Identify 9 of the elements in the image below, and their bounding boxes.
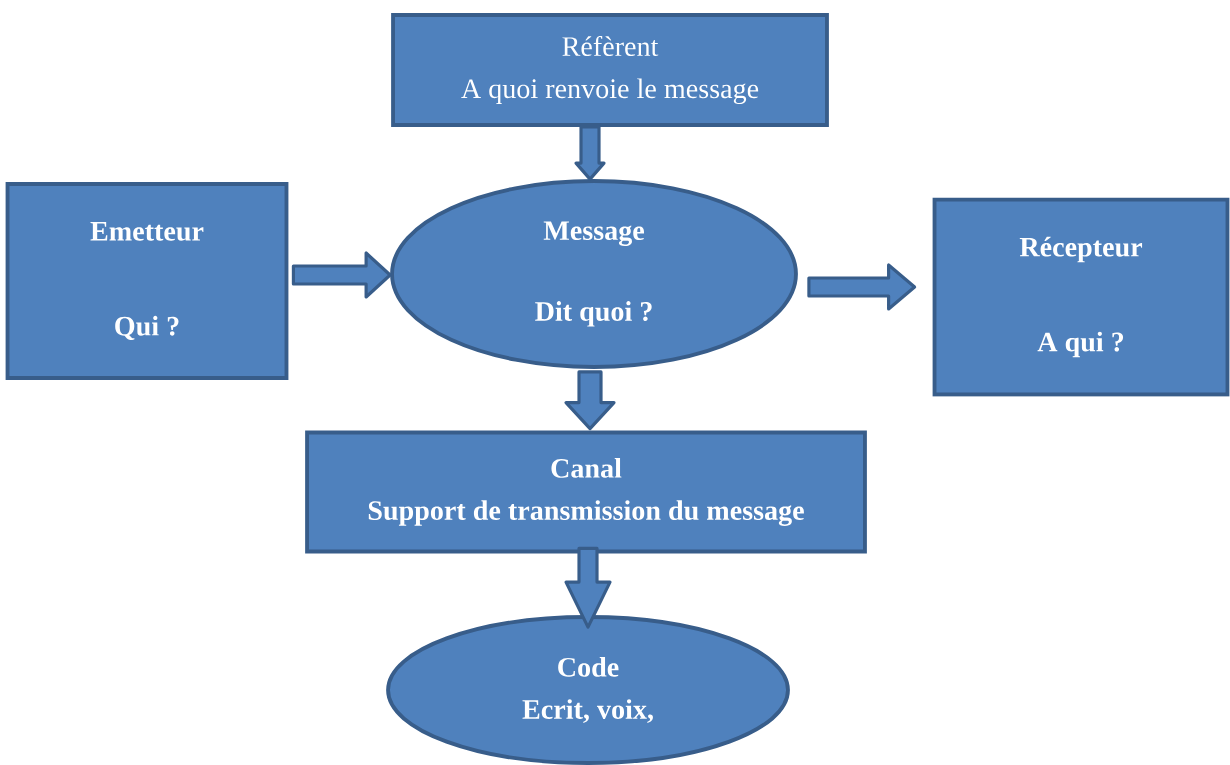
block-arrow — [564, 370, 616, 431]
process-box: Canal Support de transmission du message — [305, 430, 867, 554]
block-arrow — [564, 546, 612, 629]
process-box: Récepteur A qui ? — [932, 197, 1230, 397]
block-arrow — [574, 125, 606, 181]
process-box: Emetteur Qui ? — [5, 182, 289, 380]
block-arrow — [807, 263, 917, 311]
block-arrow — [291, 251, 392, 299]
process-box: Réfèrent A quoi renvoie le message — [391, 13, 829, 127]
